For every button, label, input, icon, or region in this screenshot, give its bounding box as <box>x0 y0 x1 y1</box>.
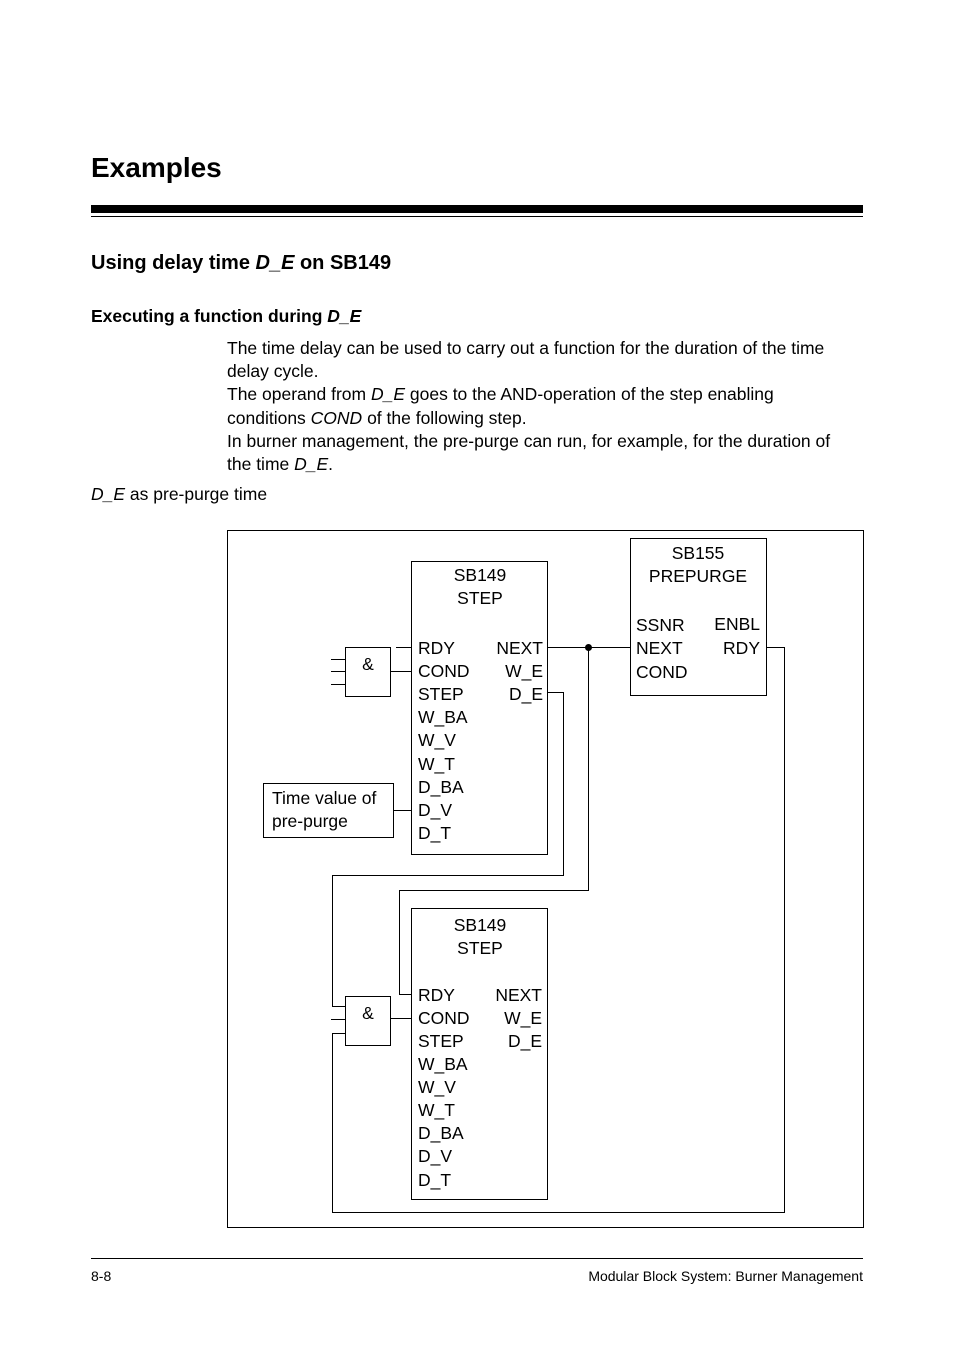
prepurge-output: RDY <box>723 638 760 658</box>
step2-input: D_T <box>418 1170 451 1191</box>
prepurge-block <box>630 538 767 696</box>
step1-output: D_E <box>509 684 543 705</box>
footer-rule <box>91 1258 863 1259</box>
body-paragraphs: The time delay can be used to carry out … <box>227 337 857 476</box>
prepurge-input: SSNR <box>636 615 685 635</box>
step1-title2: STEP <box>457 588 503 608</box>
step2-title1: SB149 <box>454 915 507 935</box>
step1-input: W_T <box>418 754 455 775</box>
chapter-title: Examples <box>91 152 222 183</box>
step2-input: COND <box>418 1008 470 1028</box>
prepurge-output: ENBL <box>714 614 760 634</box>
prepurge-input: NEXT <box>636 638 683 658</box>
step2-input: W_T <box>418 1100 455 1121</box>
step1-input: STEP <box>418 684 464 704</box>
step1-input: RDY <box>418 638 455 658</box>
paragraph-3: In burner management, the pre-purge can … <box>227 430 831 475</box>
diagram-frame <box>227 530 864 1228</box>
section-title: Using delay time D_E on SB149 <box>91 252 392 274</box>
step-block-1 <box>411 561 548 855</box>
step1-input: D_T <box>418 823 451 844</box>
step2-input: W_V <box>418 1077 456 1098</box>
heading-rule-thin <box>91 216 863 217</box>
figure-caption: D_E as pre-purge time <box>91 484 268 504</box>
paragraph-2: The operand from D_E goes to the AND-ope… <box>227 384 774 428</box>
subsection-title: Executing a function during D_E <box>91 306 362 326</box>
step2-title2: STEP <box>457 938 503 958</box>
prepurge-input: COND <box>636 662 688 682</box>
step2-input: RDY <box>418 985 455 1005</box>
step1-input: W_BA <box>418 707 468 728</box>
step1-output: NEXT <box>496 638 543 658</box>
step2-input: STEP <box>418 1031 464 1051</box>
step-block-2 <box>411 908 548 1200</box>
step1-input: W_V <box>418 730 456 751</box>
step2-input: D_BA <box>418 1123 464 1144</box>
and-gate-2 <box>345 996 391 1046</box>
step1-title1: SB149 <box>454 565 507 585</box>
step2-output: W_E <box>504 1008 542 1029</box>
time-value-line2: pre-purge <box>272 811 348 831</box>
heading-rule-thick <box>91 205 863 213</box>
step1-input: COND <box>418 661 470 681</box>
step1-input: D_BA <box>418 777 464 798</box>
time-value-line1: Time value of <box>272 788 377 808</box>
step1-input: D_V <box>418 800 452 821</box>
document-title: Modular Block System: Burner Management <box>588 1268 863 1284</box>
step1-output: W_E <box>505 661 543 682</box>
step2-output: NEXT <box>495 985 542 1005</box>
prepurge-title2: PREPURGE <box>649 566 747 586</box>
prepurge-title1: SB155 <box>672 543 725 563</box>
page-number: 8-8 <box>91 1268 112 1284</box>
and-gate-2-symbol: & <box>362 1003 374 1023</box>
step2-output: D_E <box>508 1031 542 1052</box>
step2-input: D_V <box>418 1146 452 1167</box>
and-gate-1-symbol: & <box>362 654 374 674</box>
paragraph-1: The time delay can be used to carry out … <box>227 338 825 382</box>
step2-input: W_BA <box>418 1054 468 1075</box>
junction-dot <box>585 644 592 651</box>
